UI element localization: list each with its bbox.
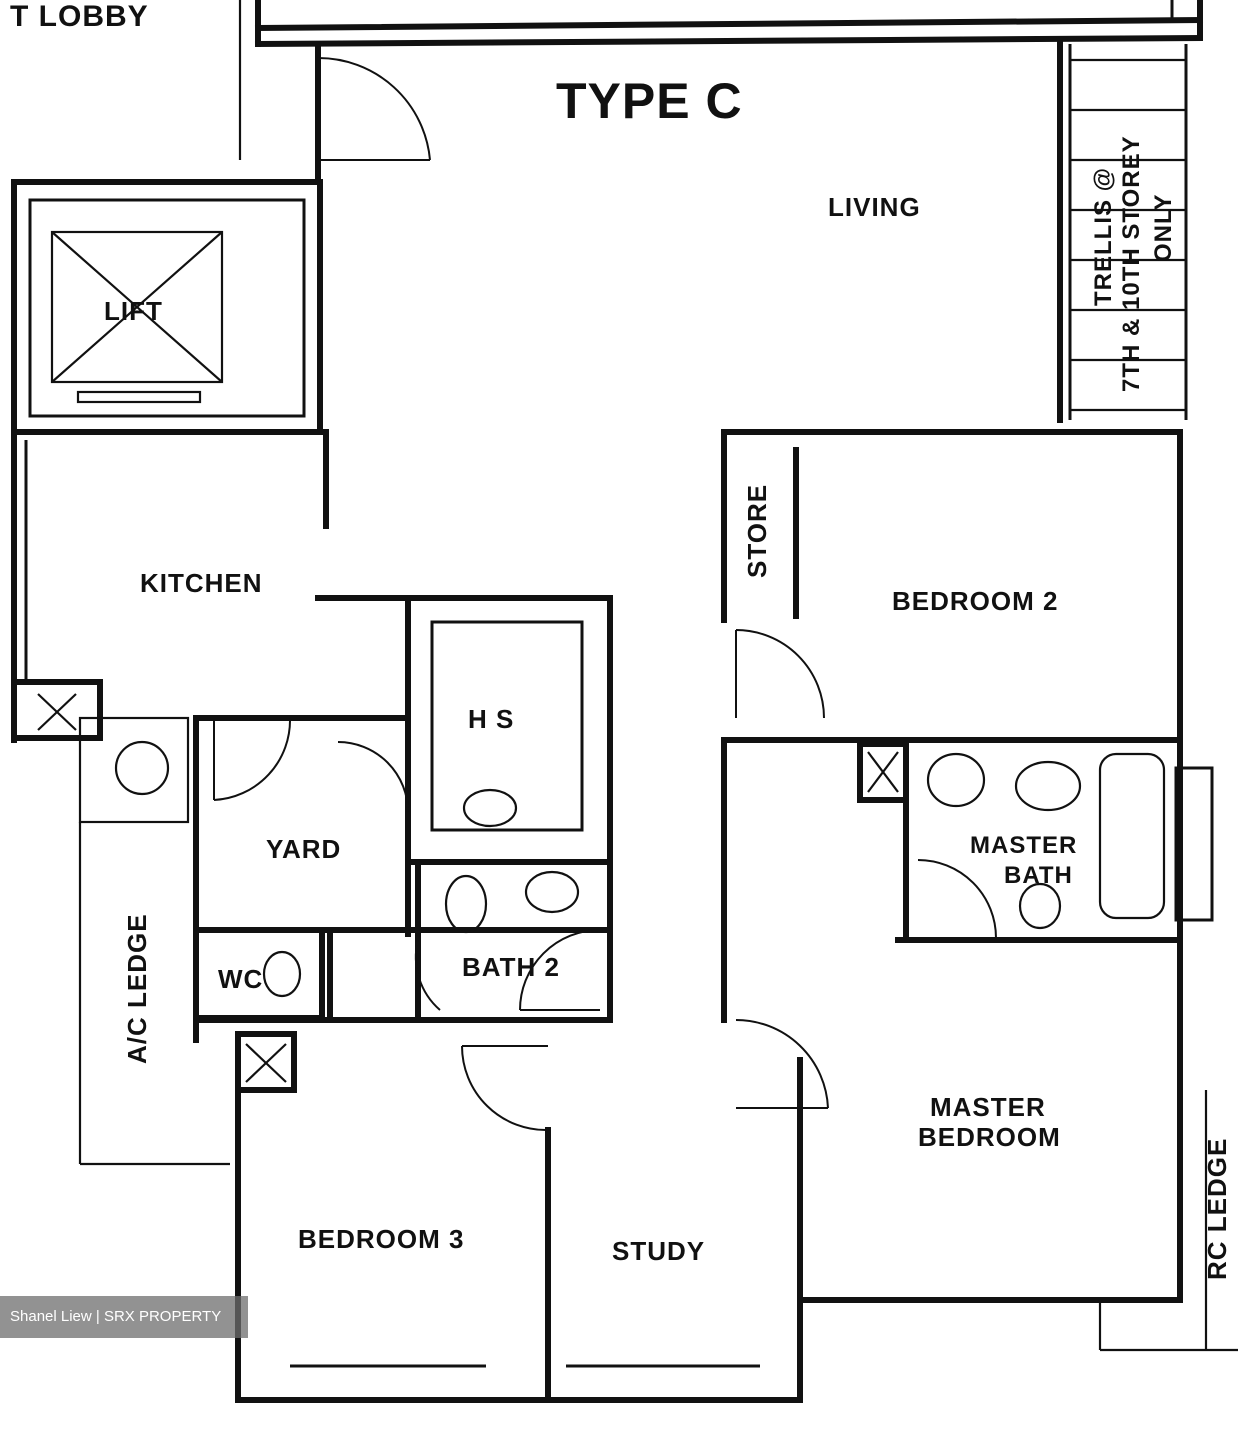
hs-label: H S	[468, 704, 515, 734]
corner-lobby-label: T LOBBY	[10, 0, 149, 33]
store-label: STORE	[742, 483, 772, 578]
top-corridor	[238, 0, 1204, 160]
bedroom2-label: BEDROOM 2	[892, 586, 1059, 616]
master-bedroom-label-2: BEDROOM	[918, 1122, 1061, 1152]
master-bath-label-1: MASTER	[970, 832, 1078, 859]
wc-label: WC	[218, 964, 264, 994]
study-label: STUDY	[612, 1236, 706, 1266]
master-bedroom-label-1: MASTER	[930, 1092, 1046, 1122]
entrance-door	[315, 43, 431, 163]
left-walls	[11, 429, 230, 1166]
right-wing	[721, 41, 1238, 1352]
watermark: Shanel Liew | SRX PROPERTY	[0, 1296, 248, 1338]
bedroom3-study	[235, 1031, 803, 1403]
bath2-label: BATH 2	[462, 952, 560, 982]
master-bath-label-2: BATH	[1004, 862, 1073, 889]
lift-core	[11, 157, 329, 529]
trellis-label-2: 7TH & 10TH STOREY	[1118, 135, 1145, 392]
service-block	[193, 595, 613, 1043]
living-label: LIVING	[828, 192, 921, 222]
bedroom3-label: BEDROOM 3	[298, 1224, 465, 1254]
lift-label: LIFT	[104, 296, 163, 326]
trellis-label-1: TRELLIS @	[1090, 166, 1117, 306]
yard-label: YARD	[266, 834, 342, 864]
rc-ledge-label: RC LEDGE	[1202, 1137, 1232, 1280]
trellis-label-3: ONLY	[1150, 193, 1177, 262]
ac-ledge-label: A/C LEDGE	[122, 913, 152, 1064]
kitchen-label: KITCHEN	[140, 568, 263, 598]
plan-title: TYPE C	[556, 73, 743, 129]
